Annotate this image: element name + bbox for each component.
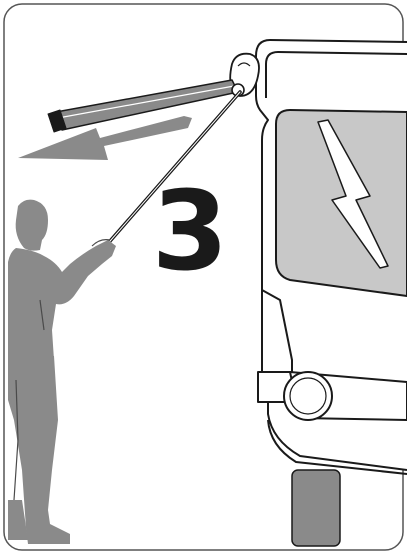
tyre <box>292 470 340 546</box>
step-number: 3 <box>150 176 230 286</box>
